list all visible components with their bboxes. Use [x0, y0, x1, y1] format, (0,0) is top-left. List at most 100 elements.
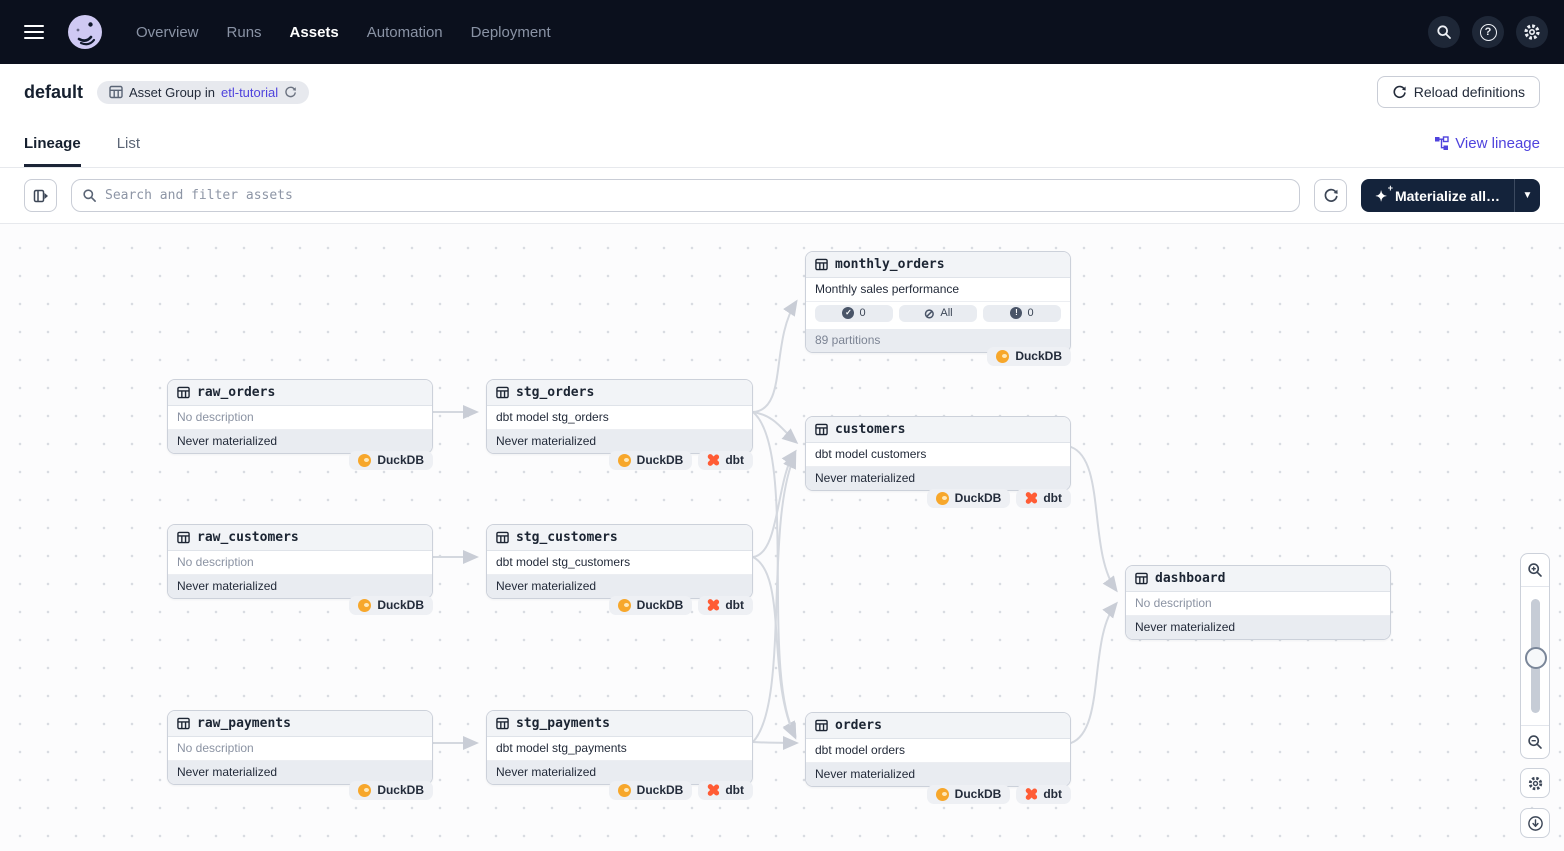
- zoom-in-button[interactable]: [1521, 554, 1549, 586]
- lineage-edges: [432, 299, 1118, 750]
- duckdb-badge[interactable]: DuckDB: [926, 489, 1011, 508]
- partitions-missing-pill[interactable]: ⊘All: [899, 305, 977, 322]
- asset-description: dbt model stg_customers: [487, 551, 752, 575]
- asset-node-customers[interactable]: customers dbt model customers Never mate…: [805, 416, 1071, 491]
- lineage-canvas[interactable]: [0, 224, 1564, 851]
- duckdb-badge[interactable]: DuckDB: [987, 347, 1071, 366]
- slash-circle-icon: ⊘: [923, 305, 935, 321]
- nav-item-runs[interactable]: Runs: [226, 23, 262, 41]
- asset-badges: DuckDB dbt: [805, 785, 1071, 804]
- search-input[interactable]: [105, 188, 1290, 203]
- duckdb-badge[interactable]: DuckDB: [349, 596, 433, 615]
- dbt-badge[interactable]: dbt: [1016, 489, 1071, 508]
- asset-status: Never materialized: [487, 761, 752, 784]
- asset-node-dashboard[interactable]: dashboard No description Never materiali…: [1125, 565, 1391, 640]
- duckdb-icon: [935, 491, 949, 505]
- dbt-icon: [707, 454, 719, 466]
- hamburger-menu-icon[interactable]: [16, 14, 52, 50]
- nav-item-deployment[interactable]: Deployment: [470, 23, 551, 41]
- duckdb-badge[interactable]: DuckDB: [349, 451, 433, 470]
- tab-lineage[interactable]: Lineage: [24, 120, 81, 167]
- duckdb-badge[interactable]: DuckDB: [926, 785, 1011, 804]
- asset-description: dbt model customers: [806, 443, 1070, 467]
- asset-name: dashboard: [1155, 571, 1226, 586]
- materialize-all-button[interactable]: ✦ Materialize all…: [1361, 179, 1514, 212]
- view-lineage-link[interactable]: View lineage: [1434, 135, 1540, 152]
- asset-name: raw_payments: [197, 716, 291, 731]
- asset-name: stg_customers: [516, 530, 618, 545]
- asset-node-stg-payments[interactable]: stg_payments dbt model stg_payments Neve…: [486, 710, 753, 785]
- asset-search: [71, 179, 1301, 212]
- table-icon: [177, 386, 190, 399]
- asset-status: Never materialized: [806, 467, 1070, 490]
- asset-status: Never materialized: [806, 763, 1070, 786]
- asset-node-raw-orders[interactable]: raw_orders No description Never material…: [167, 379, 433, 454]
- nav-item-overview[interactable]: Overview: [136, 23, 199, 41]
- asset-node-raw-payments[interactable]: raw_payments No description Never materi…: [167, 710, 433, 785]
- duckdb-badge[interactable]: DuckDB: [608, 781, 693, 800]
- reload-definitions-button[interactable]: Reload definitions: [1376, 76, 1540, 108]
- duckdb-icon: [358, 453, 372, 467]
- zoom-out-button[interactable]: [1521, 726, 1549, 758]
- asset-name: customers: [835, 422, 906, 437]
- asset-node-monthly-orders[interactable]: monthly_orders Monthly sales performance…: [805, 251, 1071, 353]
- dbt-icon: [1025, 492, 1037, 504]
- lineage-toolbar: ✦ Materialize all… ▼: [0, 168, 1564, 224]
- asset-node-orders[interactable]: orders dbt model orders Never materializ…: [805, 712, 1071, 787]
- dagster-logo[interactable]: [66, 13, 104, 51]
- table-icon: [815, 719, 828, 732]
- tabs-row: Lineage List View lineage: [0, 120, 1564, 168]
- search-icon[interactable]: [1428, 16, 1460, 48]
- table-icon: [496, 717, 509, 730]
- dbt-badge[interactable]: dbt: [698, 596, 753, 615]
- partitions-materialized-pill[interactable]: ✓0: [815, 305, 893, 322]
- refresh-graph-button[interactable]: [1314, 179, 1348, 212]
- nav-items: Overview Runs Assets Automation Deployme…: [136, 24, 551, 41]
- dbt-badge[interactable]: dbt: [698, 781, 753, 800]
- zoom-slider[interactable]: [1521, 586, 1549, 726]
- asset-status: Never materialized: [168, 430, 432, 453]
- download-circle-icon: [1527, 815, 1543, 831]
- table-icon: [109, 85, 123, 99]
- expand-sidebar-button[interactable]: [24, 179, 57, 212]
- nav-item-assets[interactable]: Assets: [289, 23, 339, 41]
- dbt-badge[interactable]: dbt: [698, 451, 753, 470]
- edge: [1070, 601, 1118, 744]
- dbt-icon: [707, 784, 719, 796]
- help-icon[interactable]: ?: [1472, 16, 1504, 48]
- edge: [752, 411, 799, 444]
- etl-tutorial-link[interactable]: etl-tutorial: [221, 84, 279, 100]
- asset-description: dbt model orders: [806, 739, 1070, 763]
- asset-badges: DuckDB dbt: [486, 451, 753, 470]
- asset-badges: DuckDB: [167, 451, 433, 470]
- settings-gear-icon[interactable]: [1516, 16, 1548, 48]
- duckdb-badge[interactable]: DuckDB: [349, 781, 433, 800]
- graph-settings-button[interactable]: [1520, 768, 1550, 798]
- materialize-sparkle-icon: ✦: [1375, 184, 1392, 203]
- duckdb-icon: [617, 598, 631, 612]
- asset-node-stg-orders[interactable]: stg_orders dbt model stg_orders Never ma…: [486, 379, 753, 454]
- page-title: default: [24, 81, 84, 102]
- nav-item-automation[interactable]: Automation: [366, 23, 443, 41]
- materialize-dropdown-button[interactable]: ▼: [1514, 179, 1540, 212]
- asset-status: Never materialized: [168, 575, 432, 598]
- asset-group-badge: Asset Group in etl-tutorial: [97, 80, 310, 104]
- asset-node-raw-customers[interactable]: raw_customers No description Never mater…: [167, 524, 433, 599]
- table-icon: [496, 531, 509, 544]
- dbt-badge[interactable]: dbt: [1016, 785, 1071, 804]
- zoom-slider-handle[interactable]: [1524, 647, 1547, 669]
- duckdb-badge[interactable]: DuckDB: [608, 596, 693, 615]
- partitions-failed-pill[interactable]: !0: [983, 305, 1061, 322]
- duckdb-icon: [617, 453, 631, 467]
- check-circle-icon: ✓: [842, 307, 855, 319]
- asset-badges: DuckDB: [167, 781, 433, 800]
- partition-pills: ✓0 ⊘All !0: [806, 302, 1070, 329]
- top-nav: Overview Runs Assets Automation Deployme…: [0, 0, 1564, 64]
- download-graph-button[interactable]: [1520, 808, 1550, 838]
- asset-description: No description: [168, 737, 432, 761]
- tab-list[interactable]: List: [116, 135, 141, 152]
- asset-node-stg-customers[interactable]: stg_customers dbt model stg_customers Ne…: [486, 524, 753, 599]
- refresh-icon[interactable]: [284, 86, 297, 99]
- duckdb-badge[interactable]: DuckDB: [608, 451, 693, 470]
- asset-description: dbt model stg_orders: [487, 406, 752, 430]
